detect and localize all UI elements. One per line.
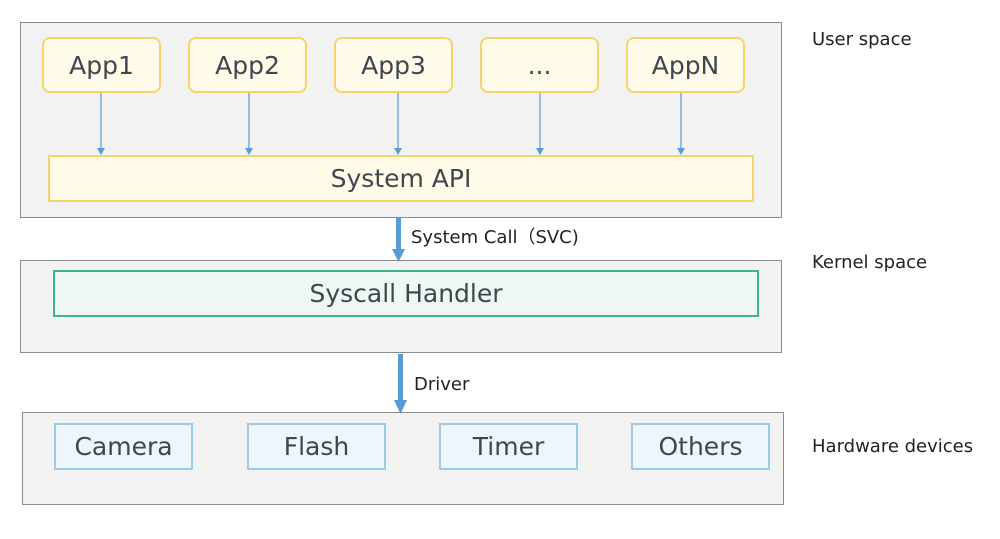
hardware-box-others: Others	[631, 423, 770, 470]
app-box-3: App3	[334, 37, 453, 93]
system-call-arrowhead	[392, 249, 405, 262]
hardware-box-flash: Flash	[247, 423, 386, 470]
kernel-space-label: Kernel space	[812, 252, 928, 273]
arrowhead-ellipsis	[536, 148, 544, 155]
arrowhead-app2	[245, 148, 253, 155]
app-label-2: App2	[215, 50, 280, 80]
app-label-1: App1	[69, 50, 134, 80]
user-space-label: User space	[812, 29, 912, 50]
hardware-box-timer: Timer	[439, 423, 578, 470]
hardware-label-timer: Timer	[472, 432, 545, 461]
hardware-devices-label: Hardware devices	[812, 436, 974, 457]
driver-label: Driver	[414, 374, 470, 395]
system-call-arrow-shaft	[396, 218, 401, 250]
hardware-label-camera: Camera	[74, 432, 173, 461]
system-call-label: System Call（SVC)	[411, 227, 579, 248]
hardware-box-camera: Camera	[54, 423, 193, 470]
app-label-3: App3	[361, 50, 426, 80]
app-label-ellipsis: ...	[527, 50, 552, 80]
arrowhead-app3	[394, 148, 402, 155]
app-box-n: AppN	[626, 37, 745, 93]
system-api-box: System API	[48, 155, 754, 202]
driver-arrow-shaft	[398, 354, 403, 401]
hardware-label-flash: Flash	[283, 432, 350, 461]
app-label-n: AppN	[651, 50, 720, 80]
driver-arrowhead	[394, 400, 407, 414]
syscall-handler-label: Syscall Handler	[309, 279, 503, 308]
system-api-label: System API	[330, 164, 472, 193]
syscall-handler-box: Syscall Handler	[53, 270, 759, 317]
app-box-ellipsis: ...	[480, 37, 599, 93]
hardware-label-others: Others	[658, 432, 743, 461]
arrowhead-app1	[97, 148, 105, 155]
arrowhead-appn	[677, 148, 685, 155]
app-box-2: App2	[188, 37, 307, 93]
app-box-1: App1	[42, 37, 161, 93]
